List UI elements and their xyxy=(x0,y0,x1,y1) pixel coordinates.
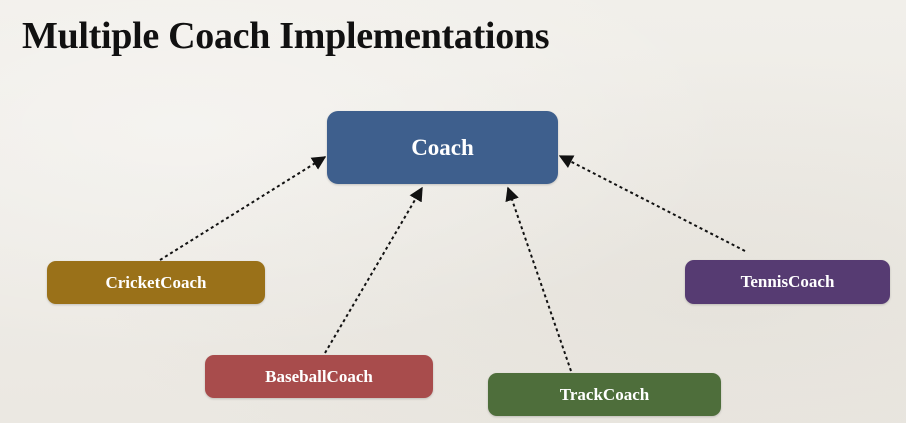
arrow-track-to-coach xyxy=(505,186,572,372)
track-coach-node: TrackCoach xyxy=(488,373,721,416)
arrow-baseball-to-coach xyxy=(324,186,423,354)
arrow-tennis-to-coach xyxy=(558,155,746,252)
tennis-coach-node: TennisCoach xyxy=(685,260,890,304)
baseball-coach-node: BaseballCoach xyxy=(205,355,433,398)
coach-node: Coach xyxy=(327,111,558,184)
slide-title: Multiple Coach Implementations xyxy=(22,15,550,57)
cricket-coach-node: CricketCoach xyxy=(47,261,265,304)
arrow-cricket-to-coach xyxy=(159,156,327,261)
